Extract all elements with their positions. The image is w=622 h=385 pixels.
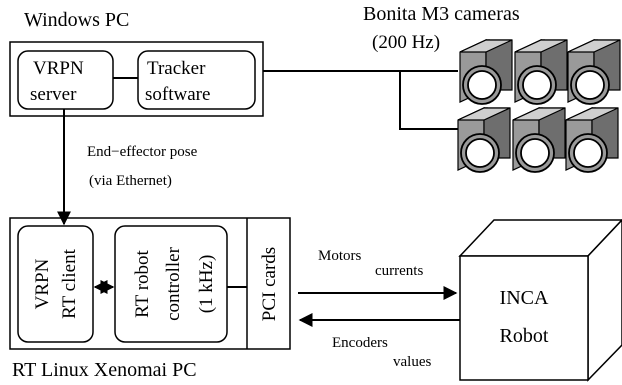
ethernet-label-line2: (via Ethernet)	[89, 173, 172, 189]
vrpn-server-line1: VRPN	[33, 58, 84, 79]
camera-1-icon	[459, 39, 513, 105]
camera-2-icon	[514, 39, 568, 105]
camera-3-icon	[567, 39, 621, 105]
vrpn-client-line1: VRPN	[32, 258, 53, 309]
camera-5-icon	[512, 107, 566, 173]
robot-label-line1: INCA	[500, 287, 549, 309]
linux-pc-title: RT Linux Xenomai PC	[12, 359, 197, 381]
robot-cube-front	[459, 255, 589, 381]
robot-controller-box	[114, 225, 228, 343]
camera-4-icon	[457, 107, 511, 173]
cameras-rate: (200 Hz)	[372, 32, 440, 53]
robot-controller-line1: RT robot	[132, 249, 153, 317]
tracker-software-box	[137, 50, 256, 110]
motors-label-line1: Motors	[318, 248, 362, 264]
robot-label-line2: Robot	[500, 325, 549, 347]
vrpn-client-line2: RT client	[59, 248, 80, 318]
vrpn-client-box	[17, 225, 94, 343]
linux-pc-box	[9, 217, 291, 350]
motors-label-line2: currents	[375, 263, 423, 279]
pci-cards-label: PCI cards	[259, 247, 280, 321]
vrpn-server-box	[17, 50, 114, 110]
robot-controller-line2: controller	[163, 246, 184, 321]
ethernet-label-line1: End−effector pose	[87, 144, 198, 160]
camera-bus	[399, 71, 458, 130]
windows-pc-box	[9, 41, 264, 117]
encoders-label-line2: values	[393, 354, 431, 370]
windows-pc-title: Windows PC	[24, 9, 129, 31]
encoders-label-line1: Encoders	[332, 335, 388, 351]
tracker-software-line2: software	[145, 84, 210, 105]
vrpn-server-line2: server	[30, 84, 77, 105]
tracker-software-line1: Tracker	[147, 58, 206, 79]
camera-6-icon	[565, 107, 619, 173]
cameras-title: Bonita M3 cameras	[363, 3, 520, 25]
robot-controller-line3: (1 kHz)	[196, 255, 217, 314]
